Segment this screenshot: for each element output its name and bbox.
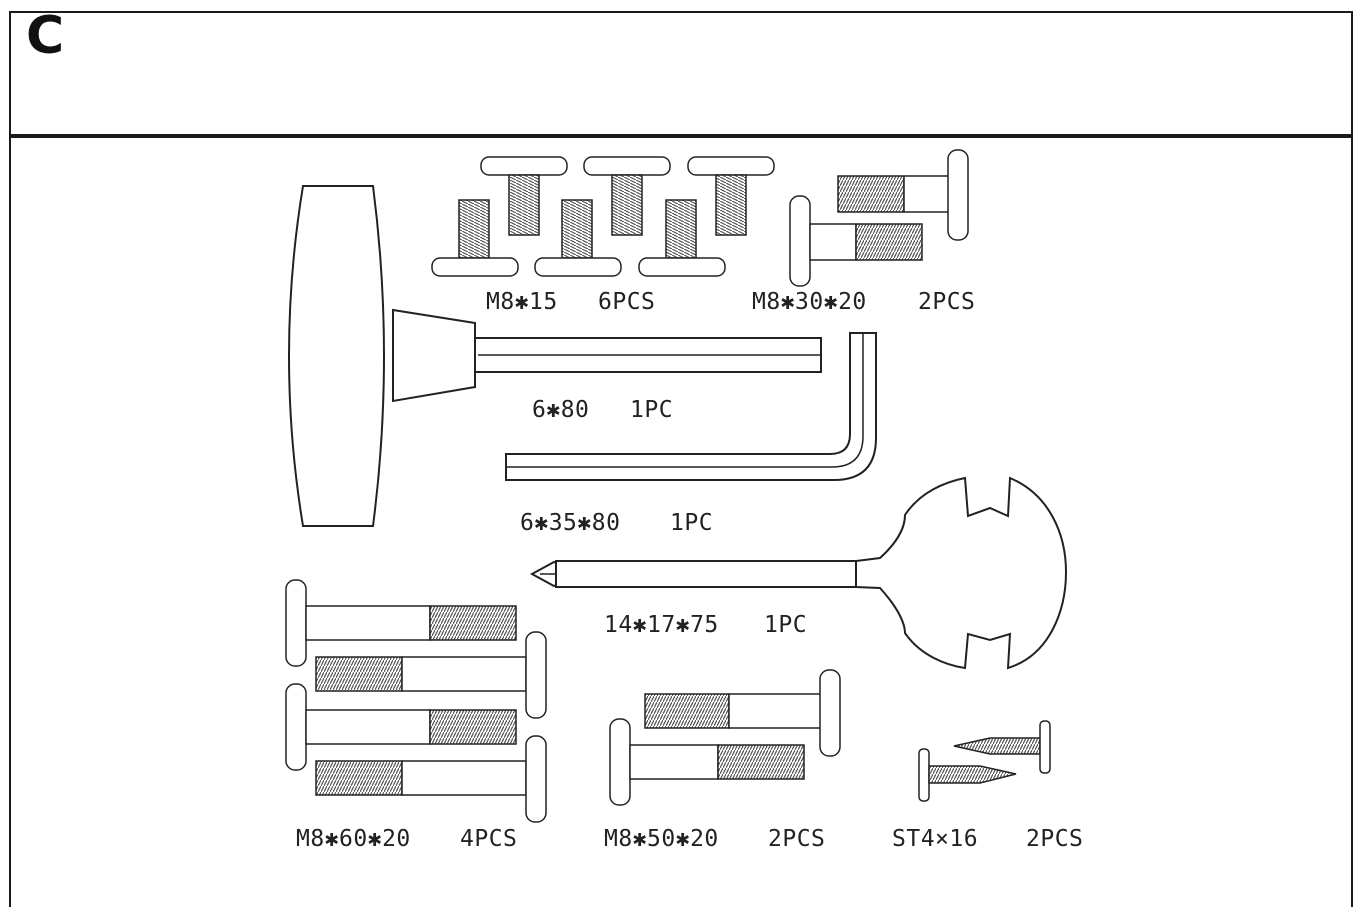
bolt-m8-15-icon <box>638 199 726 277</box>
bolt-m8-15-icon <box>687 156 775 236</box>
part-size-label: M8✱30✱20 <box>752 289 867 315</box>
part-qty-label: 1PC <box>764 612 808 638</box>
bolt-m8-15-group <box>431 156 775 277</box>
t-handle-hex-key-icon <box>288 185 822 527</box>
part-size-label: M8✱15 <box>486 289 558 315</box>
bolt-m8-50-20-icon <box>644 669 841 757</box>
bolt-m8-15-icon <box>534 199 622 277</box>
part-qty-label: 2PCS <box>1026 826 1084 852</box>
part-size-label: 6✱80 <box>532 397 590 423</box>
bolt-m8-30-20-group <box>789 149 969 287</box>
part-qty-label: 4PCS <box>460 826 518 852</box>
part-qty-label: 6PCS <box>598 289 656 315</box>
hardware-sheet-frame <box>9 11 1353 907</box>
l-hex-key-icon <box>505 332 877 481</box>
bolt-m8-30-20-icon <box>837 149 969 241</box>
bolt-m8-50-20-group <box>609 669 841 806</box>
bolt-m8-60-20-icon <box>285 683 517 771</box>
screw-st4-16-icon <box>918 748 1017 802</box>
bolt-m8-30-20-icon <box>789 195 923 287</box>
screwdriver-wrench-icon <box>529 476 1068 670</box>
part-qty-label: 2PCS <box>918 289 976 315</box>
header-divider <box>9 134 1353 138</box>
part-qty-label: 1PC <box>630 397 674 423</box>
bolt-m8-50-20-icon <box>609 718 805 806</box>
section-letter: C <box>26 6 65 66</box>
bolt-m8-15-icon <box>480 156 568 236</box>
bolt-m8-60-20-icon <box>315 631 547 719</box>
bolt-m8-15-icon <box>583 156 671 236</box>
screw-st4-16-group <box>918 720 1051 802</box>
part-size-label: M8✱50✱20 <box>604 826 719 852</box>
part-qty-label: 2PCS <box>768 826 826 852</box>
screw-st4-16-icon <box>953 720 1051 774</box>
part-size-label: 6✱35✱80 <box>520 510 621 536</box>
bolt-m8-60-20-group <box>285 579 547 823</box>
bolt-m8-60-20-icon <box>285 579 517 667</box>
bolt-m8-15-icon <box>431 199 519 277</box>
part-size-label: 14✱17✱75 <box>604 612 719 638</box>
part-qty-label: 1PC <box>670 510 714 536</box>
part-size-label: M8✱60✱20 <box>296 826 411 852</box>
bolt-m8-60-20-icon <box>315 735 547 823</box>
part-size-label: ST4×16 <box>892 826 979 852</box>
